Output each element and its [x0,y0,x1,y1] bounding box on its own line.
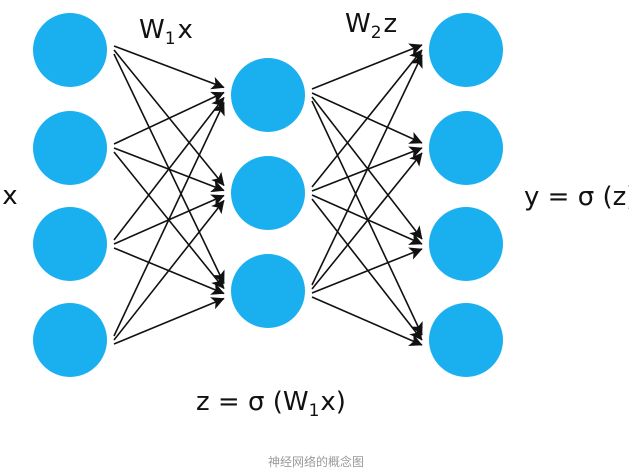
connection-edges [113,43,423,347]
edge-hidden-1-to-output-3 [311,96,423,240]
hidden-node-3 [231,254,305,328]
w2-label: W2z [345,9,397,43]
edge-hidden-2-to-output-3 [311,194,423,245]
w1-variable: x [178,15,193,45]
edge-hidden-1-to-output-1 [311,43,423,90]
edge-hidden-2-to-output-1 [311,49,423,188]
hidden-node-1 [231,58,305,132]
hidden-formula-label: z = σ (W1x) [196,387,346,421]
w1-label: W1x [139,15,193,49]
edge-hidden-2-to-output-4 [311,198,423,341]
input-node-2 [33,111,107,185]
edge-input-3-to-hidden-1 [113,96,225,241]
input-node-3 [33,207,107,281]
w1-subscript: 1 [165,29,176,49]
output-node-1 [429,13,503,87]
input-node-4 [33,303,107,377]
hidden-node-2 [231,156,305,230]
figure-caption: 神经网络的概念图 [268,454,364,469]
w1-base: W [139,15,165,45]
w2-variable: z [384,9,398,39]
w2-subscript: 2 [371,23,382,43]
input-label: x [2,181,17,211]
input-node-1 [33,13,107,87]
w2-base: W [345,9,371,39]
output-node-2 [429,111,503,185]
output-formula-label: y = σ (z) [524,182,629,212]
hidden-formula-prefix: z = σ (W [196,387,309,417]
edge-hidden-3-to-output-3 [311,247,423,294]
edge-hidden-3-to-output-2 [311,152,423,290]
hidden-formula-suffix: x) [320,387,346,417]
network-nodes [33,13,503,377]
edge-input-4-to-hidden-3 [113,297,225,345]
hidden-formula-subscript: 1 [309,401,320,421]
edge-input-2-to-hidden-1 [113,91,225,145]
edge-input-4-to-hidden-2 [113,199,225,341]
output-node-3 [429,207,503,281]
edge-hidden-3-to-output-4 [311,296,423,347]
edge-hidden-3-to-output-1 [311,54,423,286]
edge-input-1-to-hidden-1 [113,45,225,90]
edge-hidden-1-to-output-4 [311,100,423,336]
edge-input-4-to-hidden-1 [113,101,225,337]
output-node-4 [429,303,503,377]
